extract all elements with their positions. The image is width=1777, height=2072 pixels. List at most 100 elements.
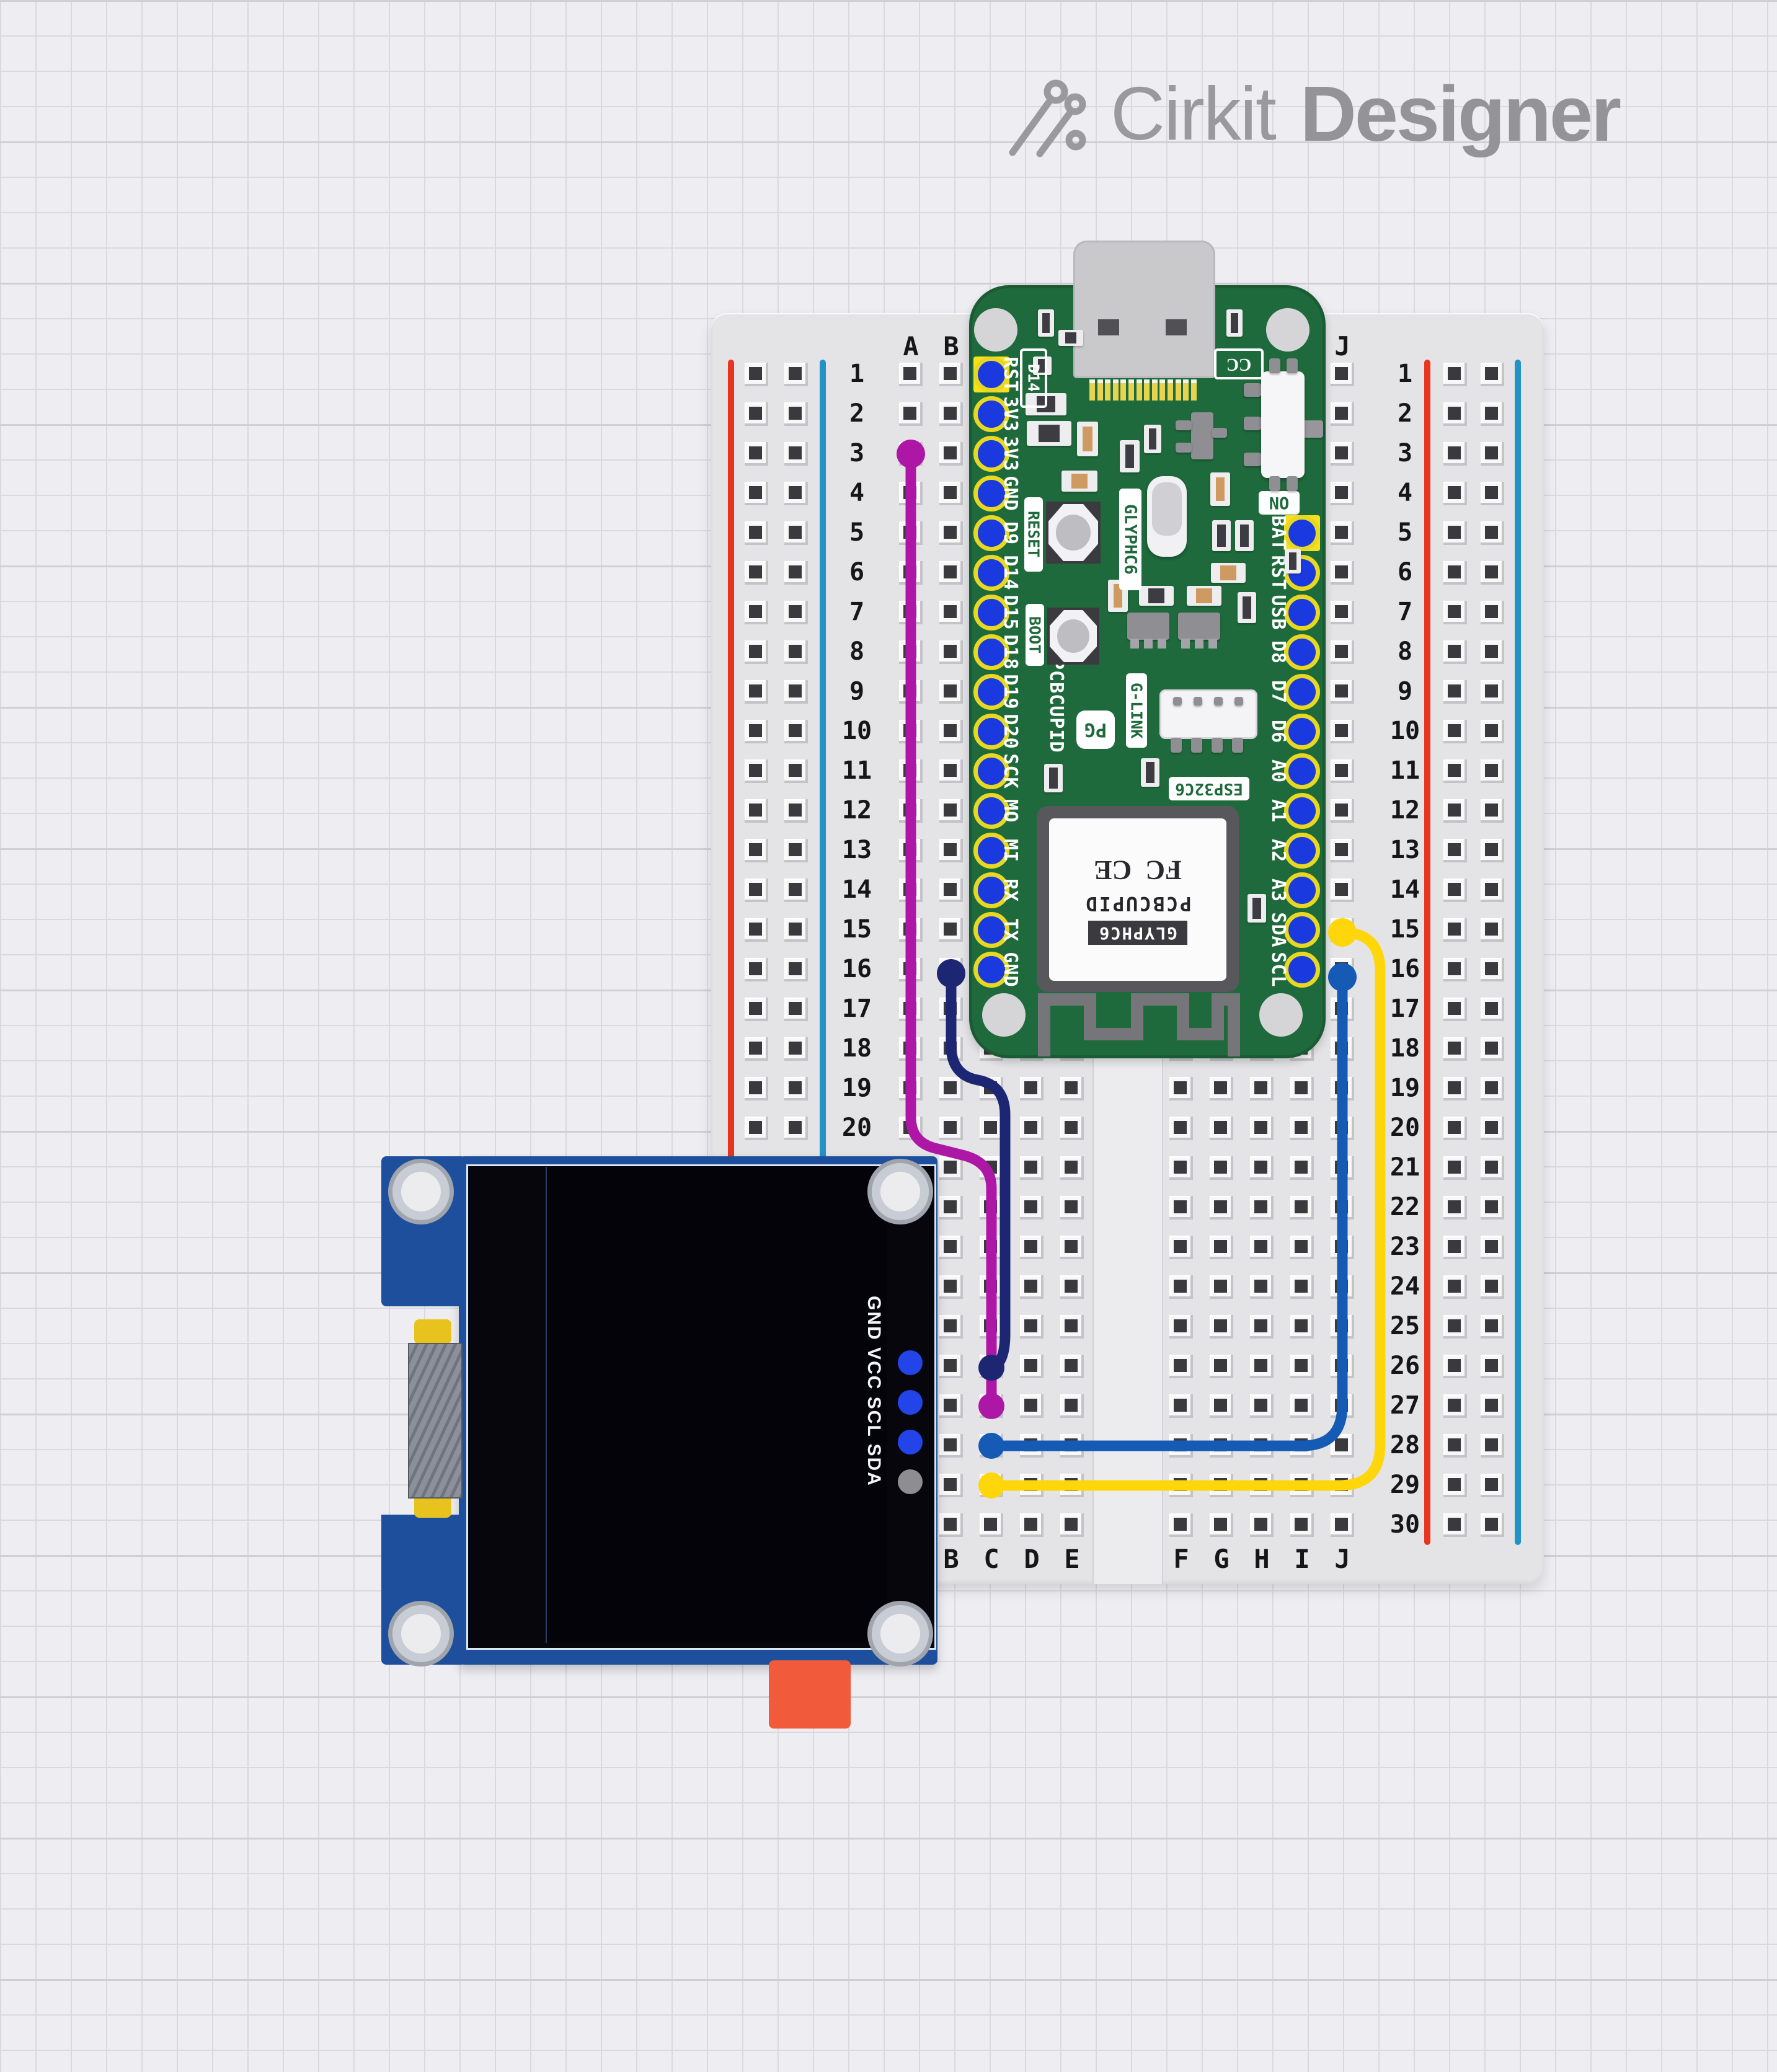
breadboard-hole[interactable] — [1331, 720, 1354, 743]
breadboard-hole[interactable] — [1331, 759, 1354, 783]
breadboard-hole[interactable] — [1481, 561, 1504, 585]
breadboard-hole[interactable] — [1060, 1513, 1084, 1537]
breadboard-hole[interactable] — [1443, 720, 1467, 743]
breadboard-hole[interactable] — [1481, 799, 1504, 823]
breadboard-hole[interactable] — [1481, 1156, 1504, 1180]
breadboard-hole[interactable] — [784, 402, 808, 426]
breadboard-hole[interactable] — [1443, 680, 1467, 704]
breadboard-hole[interactable] — [784, 1077, 808, 1100]
breadboard-hole[interactable] — [784, 799, 808, 823]
pin-d6[interactable] — [1284, 714, 1320, 750]
boot-button[interactable] — [1047, 608, 1099, 665]
breadboard-hole[interactable] — [1250, 1513, 1274, 1537]
breadboard-hole[interactable] — [899, 363, 923, 386]
breadboard-hole[interactable] — [745, 442, 768, 466]
breadboard-hole[interactable] — [1443, 799, 1467, 823]
pin-d7[interactable] — [1284, 674, 1320, 710]
breadboard-hole[interactable] — [784, 1037, 808, 1061]
breadboard-hole[interactable] — [1443, 1474, 1467, 1497]
breadboard-hole[interactable] — [1481, 1077, 1504, 1100]
breadboard-hole[interactable] — [1331, 1513, 1354, 1537]
breadboard-hole[interactable] — [1443, 1315, 1467, 1339]
breadboard-hole[interactable] — [1443, 442, 1467, 466]
breadboard-hole[interactable] — [745, 958, 768, 981]
breadboard-hole[interactable] — [784, 879, 808, 902]
breadboard-hole[interactable] — [1331, 521, 1354, 545]
pin-a1[interactable] — [1284, 793, 1320, 829]
breadboard-hole[interactable] — [745, 680, 768, 704]
breadboard-hole[interactable] — [1481, 1315, 1504, 1339]
breadboard-hole[interactable] — [745, 839, 768, 862]
breadboard-hole[interactable] — [745, 640, 768, 664]
oled-pin-scl[interactable] — [898, 1430, 923, 1454]
breadboard-hole[interactable] — [1443, 640, 1467, 664]
oled-pin-sda[interactable] — [898, 1469, 923, 1494]
breadboard-hole[interactable] — [939, 1474, 963, 1497]
breadboard-hole[interactable] — [1481, 1037, 1504, 1061]
reset-button[interactable] — [1046, 502, 1101, 564]
breadboard-hole[interactable] — [1481, 1355, 1504, 1378]
breadboard-hole[interactable] — [1481, 879, 1504, 902]
breadboard-hole[interactable] — [1443, 879, 1467, 902]
breadboard-hole[interactable] — [1331, 482, 1354, 505]
breadboard-hole[interactable] — [1481, 1394, 1504, 1418]
breadboard-hole[interactable] — [1331, 442, 1354, 466]
oled-pin-gnd[interactable] — [898, 1350, 923, 1375]
breadboard-hole[interactable] — [1443, 918, 1467, 942]
breadboard-hole[interactable] — [784, 720, 808, 743]
breadboard-hole[interactable] — [1331, 839, 1354, 862]
breadboard-hole[interactable] — [1481, 521, 1504, 545]
breadboard-hole[interactable] — [1481, 1474, 1504, 1497]
breadboard-hole[interactable] — [1331, 601, 1354, 624]
breadboard-hole[interactable] — [1443, 1156, 1467, 1180]
breadboard-hole[interactable] — [1443, 998, 1467, 1021]
breadboard-hole[interactable] — [745, 879, 768, 902]
breadboard-hole[interactable] — [745, 918, 768, 942]
breadboard-hole[interactable] — [1481, 1196, 1504, 1220]
breadboard-hole[interactable] — [1443, 1275, 1467, 1299]
breadboard-hole[interactable] — [784, 918, 808, 942]
pin-a2[interactable] — [1284, 833, 1320, 869]
breadboard-hole[interactable] — [1443, 1077, 1467, 1100]
breadboard-hole[interactable] — [745, 482, 768, 505]
breadboard-hole[interactable] — [745, 759, 768, 783]
breadboard-hole[interactable] — [1443, 601, 1467, 624]
breadboard-hole[interactable] — [1443, 1394, 1467, 1418]
breadboard-hole[interactable] — [1481, 680, 1504, 704]
breadboard-hole[interactable] — [1331, 799, 1354, 823]
breadboard-hole[interactable] — [1331, 561, 1354, 585]
breadboard-hole[interactable] — [784, 601, 808, 624]
pin-a3[interactable] — [1284, 872, 1320, 908]
breadboard-hole[interactable] — [745, 998, 768, 1021]
breadboard-hole[interactable] — [1481, 1275, 1504, 1299]
breadboard-hole[interactable] — [745, 1077, 768, 1100]
breadboard-hole[interactable] — [784, 680, 808, 704]
breadboard-hole[interactable] — [1331, 363, 1354, 386]
breadboard-hole[interactable] — [1481, 998, 1504, 1021]
breadboard-hole[interactable] — [1443, 521, 1467, 545]
breadboard-hole[interactable] — [745, 521, 768, 545]
breadboard-hole[interactable] — [939, 1434, 963, 1458]
breadboard-hole[interactable] — [784, 442, 808, 466]
breadboard-hole[interactable] — [1443, 363, 1467, 386]
breadboard-hole[interactable] — [1443, 482, 1467, 505]
breadboard-hole[interactable] — [1443, 1117, 1467, 1140]
breadboard-hole[interactable] — [1443, 759, 1467, 783]
breadboard-hole[interactable] — [784, 363, 808, 386]
breadboard-hole[interactable] — [1481, 601, 1504, 624]
breadboard-hole[interactable] — [784, 521, 808, 545]
breadboard-hole[interactable] — [745, 1117, 768, 1140]
pin-rst[interactable] — [973, 356, 1009, 392]
breadboard-hole[interactable] — [784, 640, 808, 664]
power-switch[interactable] — [1261, 371, 1305, 478]
breadboard-hole[interactable] — [1331, 640, 1354, 664]
breadboard-hole[interactable] — [784, 839, 808, 862]
breadboard-hole[interactable] — [1481, 759, 1504, 783]
breadboard-hole[interactable] — [745, 799, 768, 823]
breadboard-hole[interactable] — [1481, 442, 1504, 466]
breadboard-hole[interactable] — [784, 998, 808, 1021]
pin-d8[interactable] — [1284, 634, 1320, 670]
breadboard-hole[interactable] — [899, 402, 923, 426]
breadboard-hole[interactable] — [745, 1037, 768, 1061]
breadboard-hole[interactable] — [784, 958, 808, 981]
